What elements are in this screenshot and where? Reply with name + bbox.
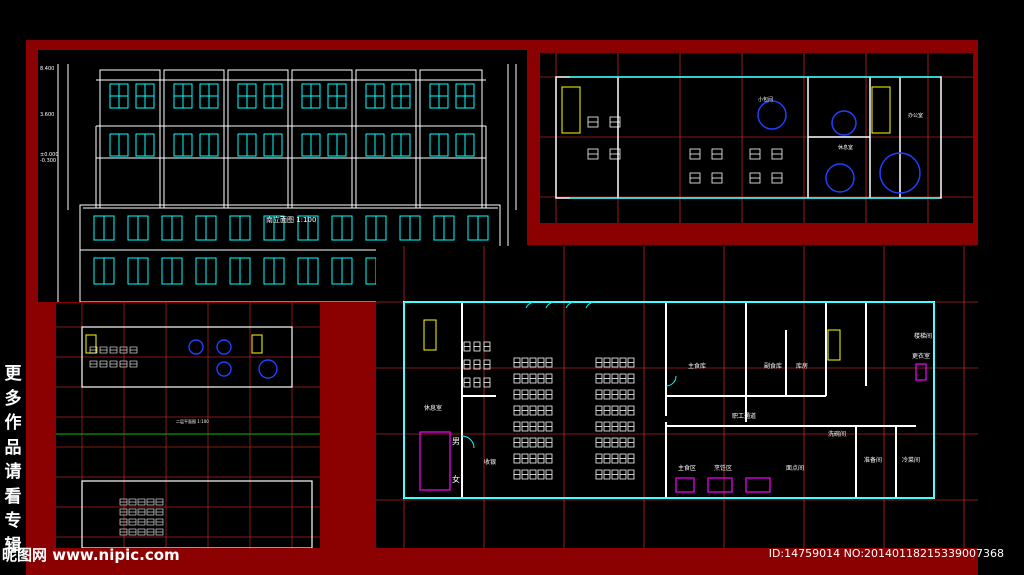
side-note: 更多作品请看专辑 — [4, 364, 22, 556]
room-toilet-male: 男 — [452, 437, 460, 446]
room-kitchen-main: 主食库 — [688, 362, 706, 370]
room-storage: 库房 — [796, 362, 808, 370]
room-washing: 洗碗间 — [828, 430, 846, 438]
room-pastry: 面点间 — [786, 464, 804, 472]
room-lounge: 休息室 — [838, 144, 853, 151]
room-main-prep: 主食区 — [678, 464, 696, 472]
room-prep: 准备间 — [864, 456, 882, 464]
elevation-level-top: 8.400 — [40, 66, 54, 72]
room-stair: 楼梯间 — [914, 332, 932, 340]
room-office: 办公室 — [908, 112, 923, 119]
room-cold-dish: 冷菜间 — [902, 456, 920, 464]
elevation-title: 南立面图 1:100 — [266, 215, 316, 224]
room-lounge-ground: 休息室 — [424, 404, 442, 412]
room-cashier: 收银 — [484, 458, 496, 466]
plan-title: 二层平面图 1:100 — [176, 418, 209, 424]
room-cook-area: 烹饪区 — [714, 464, 732, 472]
main-floor-plan: 主食库 副食库 库房 职工通道 主食区 烹饪区 面点间 洗碗间 准备间 冷菜间 … — [376, 246, 978, 548]
elevation-level-mid: 3.600 — [40, 112, 54, 118]
ground-plan-thumbs: 二层平面图 1:100 — [56, 303, 320, 548]
room-kitchen-side: 副食库 — [764, 362, 782, 370]
red-frame-bottom — [26, 548, 978, 575]
ground-plan-thumb-panel: 二层平面图 1:100 — [56, 303, 320, 548]
upper-floor-plan: 小包间 休息室 办公室 — [540, 53, 973, 223]
room-staff-corridor: 职工通道 — [732, 412, 756, 420]
upper-floor-plan-panel: 小包间 休息室 办公室 — [540, 53, 973, 223]
elevation-level-base: -0.300 — [40, 158, 56, 164]
room-changing: 更衣室 — [912, 352, 930, 360]
room-small-dining: 小包间 — [758, 96, 773, 103]
image-id: ID:14759014 NO:20140118215339007368 — [768, 547, 1004, 560]
room-toilet-female: 女 — [452, 474, 460, 484]
site-watermark: 昵图网 www.nipic.com — [2, 546, 180, 564]
elevation-level-zero: ±0.000 — [40, 152, 59, 158]
main-floor-plan-panel: 主食库 副食库 库房 职工通道 主食区 烹饪区 面点间 洗碗间 准备间 冷菜间 … — [376, 246, 978, 548]
